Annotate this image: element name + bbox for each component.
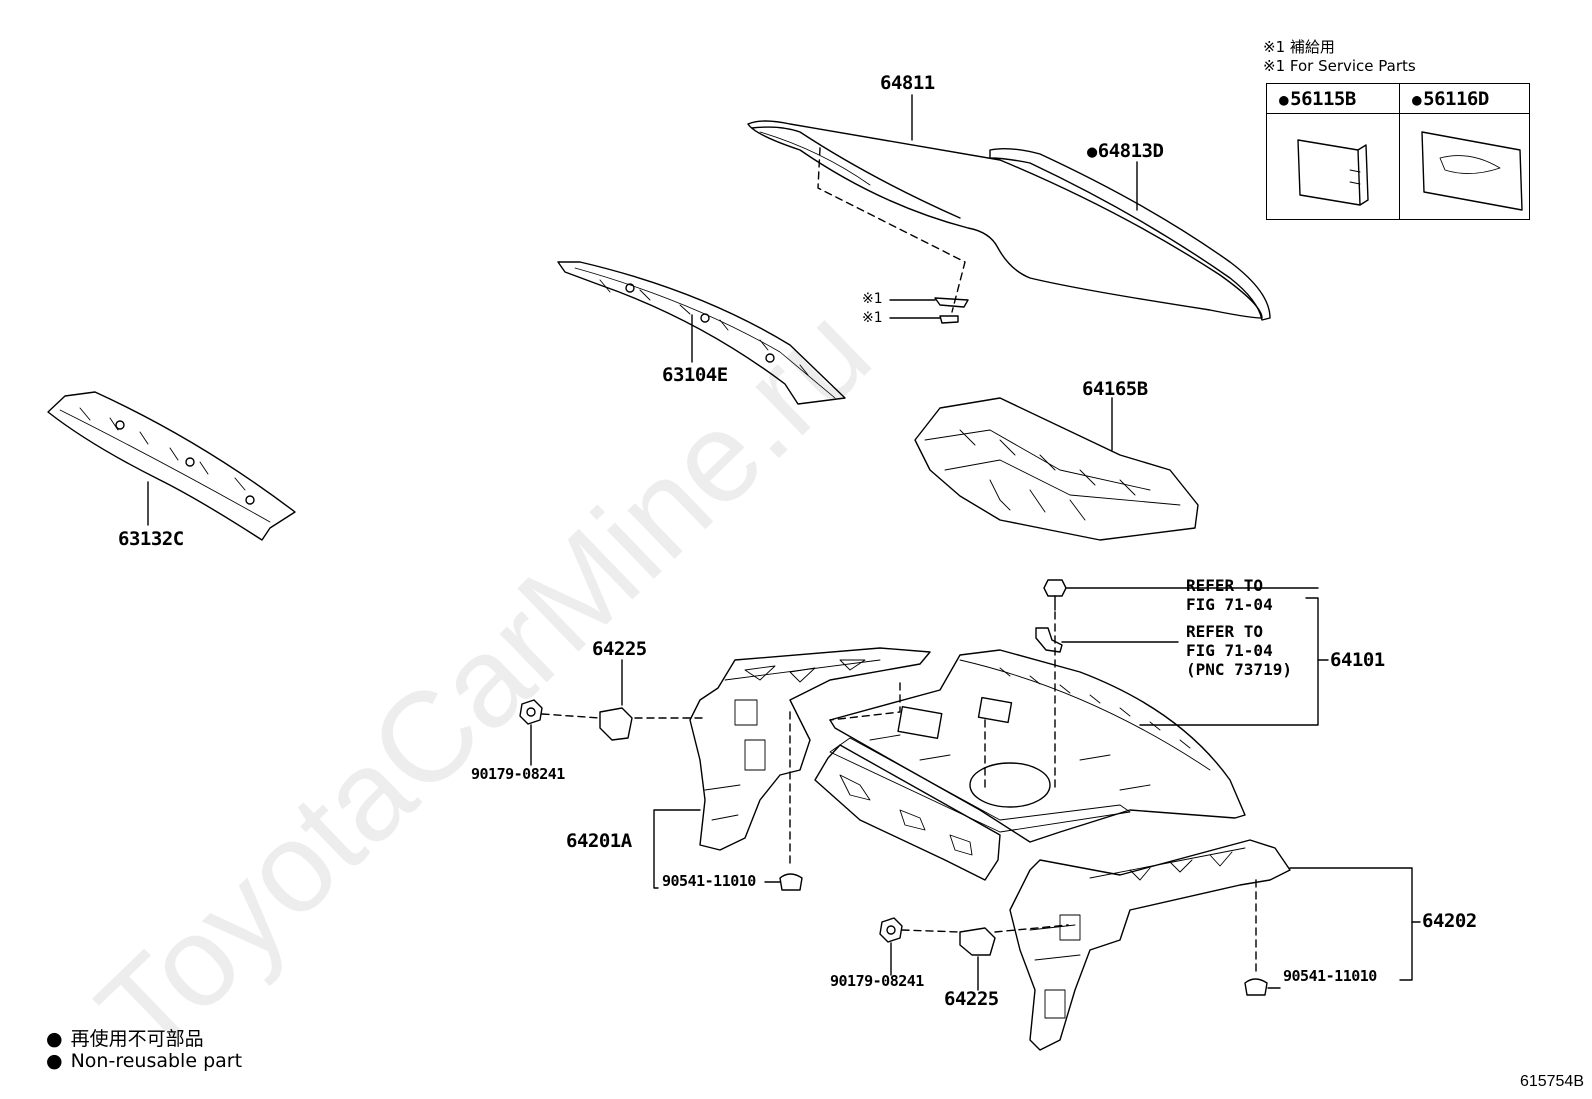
legend-ja: 再使用不可部品 [46,1024,204,1051]
dashed-left-bolt [541,713,706,719]
dashed-center-1 [829,682,901,721]
part-label-63132C[interactable]: 63132C [118,528,184,550]
panel-63104E [557,261,846,405]
cowl-panel-63132C [47,391,296,541]
part-label-64813D[interactable]: 64813D [1087,142,1164,161]
bolt [1043,579,1067,611]
nut-90179-bottom [879,917,903,943]
figure-number: 615754B [1519,1073,1584,1090]
side-member-64202 [1009,839,1291,1051]
service-tab-2 [939,315,959,324]
bracket-64202 [1289,867,1413,981]
service-part-cell: 56116D [1400,84,1529,219]
bracket-64201A [653,809,701,889]
back-window-glass-64811 [747,120,1263,319]
floor-cover-64165B [914,397,1199,541]
service-part-cell: 56115B [1267,84,1400,219]
service-mark: ※1 [862,291,883,307]
part-label-64165B[interactable]: 64165B [1082,378,1148,400]
part-label-64225-top[interactable]: 64225 [592,638,647,660]
part-label-64811[interactable]: 64811 [880,72,935,94]
part-label-64202[interactable]: 64202 [1422,910,1477,932]
moulding-64813D [989,147,1271,321]
rear-floor-pan-64101 [829,649,1246,843]
service-tab-1 [934,297,969,308]
part-label-64201A[interactable]: 64201A [566,830,632,852]
refer-note-1[interactable]: REFER TO FIG 71-04 [1186,576,1273,614]
service-parts-box: 56115B 56116D [1266,83,1530,220]
part-label-63104E[interactable]: 63104E [662,364,728,386]
service-mark: ※1 [862,310,883,326]
service-parts-note: ※1 補給用 ※1 For Service Parts [1263,38,1416,76]
part-label-90179-left[interactable]: 90179-08241 [471,765,565,783]
refer-note-2[interactable]: REFER TO FIG 71-04 (PNC 73719) [1186,622,1292,679]
service-part-56116D-picture [1421,131,1523,211]
rear-panel-lower [814,744,1001,881]
bracket [1035,627,1063,653]
service-note-ja: ※1 補給用 [1263,38,1335,56]
part-label-64225-bottom[interactable]: 64225 [944,988,999,1010]
dashed-bottom-bolt [901,924,1069,933]
part-label-90541-left[interactable]: 90541-11010 [662,872,756,890]
part-label-90541-right[interactable]: 90541-11010 [1283,967,1377,985]
bracket-64225-bottom [959,927,996,956]
legend-en: Non-reusable part [46,1050,242,1072]
bracket-64225-top [599,707,633,741]
service-part-56115B-picture [1297,139,1369,206]
service-part-label: 56115B [1267,84,1399,114]
service-part-label: 56116D [1400,84,1529,114]
bracket-64101 [1139,597,1319,726]
part-label-90179-bottom[interactable]: 90179-08241 [830,972,924,990]
part-label-64101[interactable]: 64101 [1330,649,1385,671]
side-member-64201A [689,647,931,851]
service-note-en: ※1 For Service Parts [1263,57,1416,75]
grommet-90541-left [779,873,803,891]
dashed-guide-glass [817,147,966,313]
grommet-90541-right [1244,978,1268,996]
nut-90179-left [519,699,543,725]
